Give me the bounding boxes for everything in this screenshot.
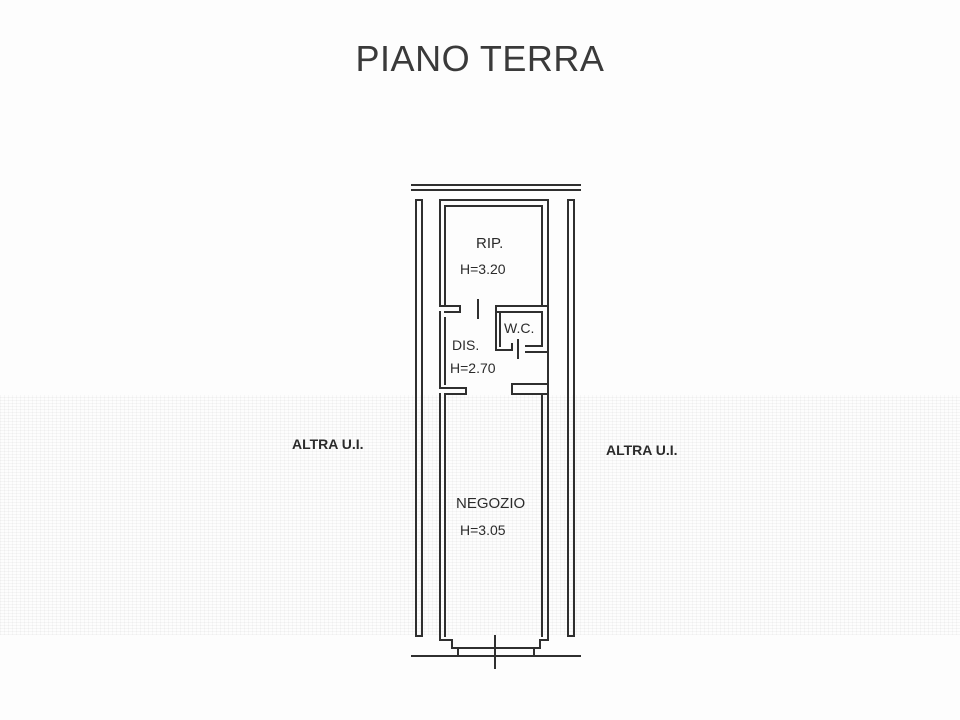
wc-name-label: W.C. [504,320,534,336]
dis-name-label: DIS. [452,337,479,353]
wc-inner-wall-top [495,311,543,347]
dis-negozio-partition-left [439,387,467,395]
rip-height-label: H=3.20 [460,261,506,277]
wc-outer-wall [495,305,549,389]
scan-noise-band [0,395,960,635]
right-party-wall [567,199,575,637]
neighbor-left-label: ALTRA U.I. [292,436,364,452]
rip-inner-wall-top-right [444,205,543,307]
plan-title: PIANO TERRA [355,38,605,79]
neighbor-right-label: ALTRA U.I. [606,442,678,458]
dis-height-label: H=2.70 [450,360,496,376]
rip-name-label: RIP. [476,235,503,252]
wc-left-wall [495,305,513,351]
negozio-height-label: H=3.05 [460,522,506,538]
left-party-wall [415,199,423,637]
rip-outer-wall-top-right [439,199,549,307]
dis-negozio-partition-right [511,383,549,395]
negozio-name-label: NEGOZIO [456,495,525,512]
rip-dis-partition-left [439,305,461,313]
